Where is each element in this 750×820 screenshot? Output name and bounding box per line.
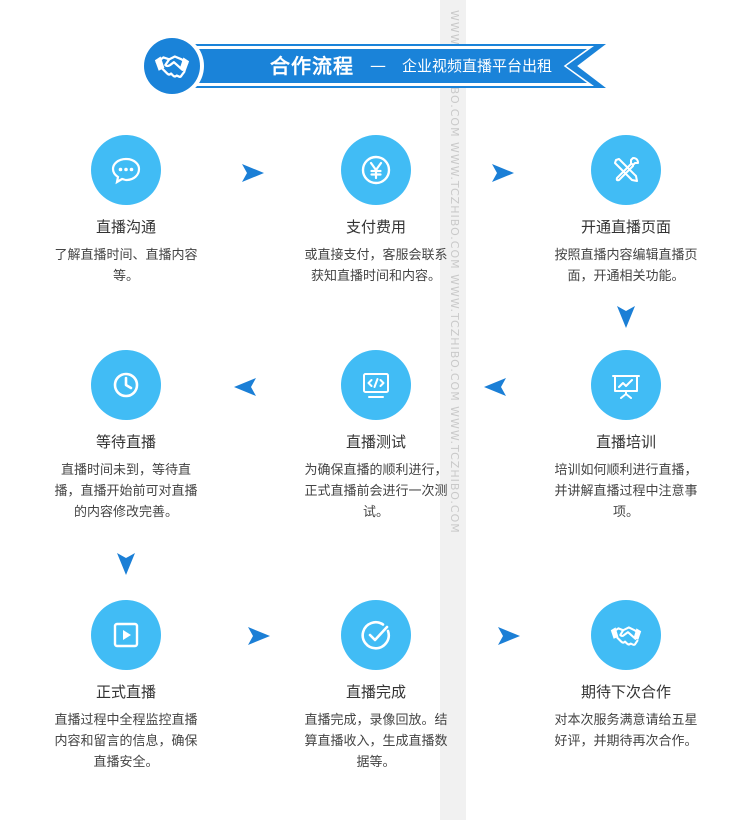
step-circle bbox=[591, 135, 661, 205]
step-title: 等待直播 bbox=[95, 433, 156, 451]
step-description: 直播完成，录像回放。结算直播收入，生成直播数据等。 bbox=[304, 713, 448, 770]
handshake-icon bbox=[154, 55, 190, 78]
step-description: 对本次服务满意请给五星好评，并期待再次合作。 bbox=[554, 713, 698, 749]
play-icon bbox=[113, 622, 139, 648]
step-title: 正式直播 bbox=[95, 683, 156, 701]
step-circle bbox=[91, 135, 161, 205]
step-payment: 支付费用 或直接支付，客服会联系获知直播时间和内容。 bbox=[286, 135, 466, 287]
step-communication: 直播沟通 了解直播时间、直播内容等。 bbox=[36, 135, 216, 287]
header-logo bbox=[144, 38, 200, 94]
step-title: 直播完成 bbox=[345, 683, 406, 701]
step-next-cooperation: 期待下次合作 对本次服务满意请给五星好评，并期待再次合作。 bbox=[536, 600, 716, 752]
step-description: 或直接支付，客服会联系获知直播时间和内容。 bbox=[304, 248, 448, 284]
header-banner bbox=[199, 49, 587, 83]
watermark-text: WWW.TCZHIBO.COM WWW.TCZHIBO.COM WWW.TCZH… bbox=[448, 10, 461, 534]
step-title: 支付费用 bbox=[345, 218, 406, 236]
step-title: 开通直播页面 bbox=[580, 218, 671, 236]
step-title: 直播沟通 bbox=[95, 218, 156, 236]
chat-bubble-icon bbox=[111, 157, 141, 185]
step-circle bbox=[341, 350, 411, 420]
step-circle bbox=[341, 600, 411, 670]
step-description: 为确保直播的顺利进行，正式直播前会进行一次测试。 bbox=[304, 463, 448, 520]
step-circle bbox=[91, 350, 161, 420]
code-monitor-icon bbox=[363, 373, 389, 398]
step-title: 直播测试 bbox=[345, 433, 406, 451]
watermark-strip bbox=[440, 0, 466, 820]
step-circle bbox=[591, 350, 661, 420]
title-separator: — bbox=[370, 56, 386, 75]
step-description: 直播过程中全程监控直播内容和留言的信息，确保直播安全。 bbox=[54, 713, 198, 770]
step-circle bbox=[591, 600, 661, 670]
arrow-right-icon bbox=[498, 627, 520, 645]
step-open-page: 开通直播页面 按照直播内容编辑直播页面，开通相关功能。 bbox=[536, 135, 716, 287]
step-waiting: 等待直播 直播时间未到，等待直播，直播开始前可对直播的内容修改完善。 bbox=[36, 350, 216, 523]
step-title: 期待下次合作 bbox=[580, 683, 671, 701]
step-testing: 直播测试 为确保直播的顺利进行，正式直播前会进行一次测试。 bbox=[286, 350, 466, 523]
arrow-right-icon bbox=[492, 164, 514, 182]
step-complete: 直播完成 直播完成，录像回放。结算直播收入，生成直播数据等。 bbox=[286, 600, 466, 773]
arrow-left-icon bbox=[234, 378, 256, 396]
arrow-left-icon bbox=[484, 378, 506, 396]
page-subtitle: 企业视频直播平台出租 bbox=[402, 57, 553, 75]
step-description: 直播时间未到，等待直播，直播开始前可对直播的内容修改完善。 bbox=[54, 463, 198, 520]
arrow-down-icon bbox=[617, 306, 635, 328]
tools-icon bbox=[614, 157, 639, 182]
page-title: 合作流程 bbox=[270, 54, 354, 78]
yen-coin-icon bbox=[361, 155, 391, 185]
step-training: 直播培训 培训如何顺利进行直播，并讲解直播过程中注意事项。 bbox=[536, 350, 716, 523]
step-circle bbox=[341, 135, 411, 205]
clock-icon bbox=[113, 372, 139, 398]
arrow-right-icon bbox=[248, 627, 270, 645]
step-description: 按照直播内容编辑直播页面，开通相关功能。 bbox=[554, 248, 698, 284]
step-description: 培训如何顺利进行直播，并讲解直播过程中注意事项。 bbox=[554, 463, 698, 520]
step-circle bbox=[91, 600, 161, 670]
handshake-icon bbox=[610, 626, 642, 646]
step-live: 正式直播 直播过程中全程监控直播内容和留言的信息，确保直播安全。 bbox=[36, 600, 216, 773]
step-description: 了解直播时间、直播内容等。 bbox=[54, 248, 198, 284]
presentation-board-icon bbox=[612, 375, 640, 399]
arrow-right-icon bbox=[242, 164, 264, 182]
arrow-down-icon bbox=[117, 553, 135, 575]
check-circle-icon bbox=[361, 621, 390, 650]
step-title: 直播培训 bbox=[595, 433, 656, 451]
